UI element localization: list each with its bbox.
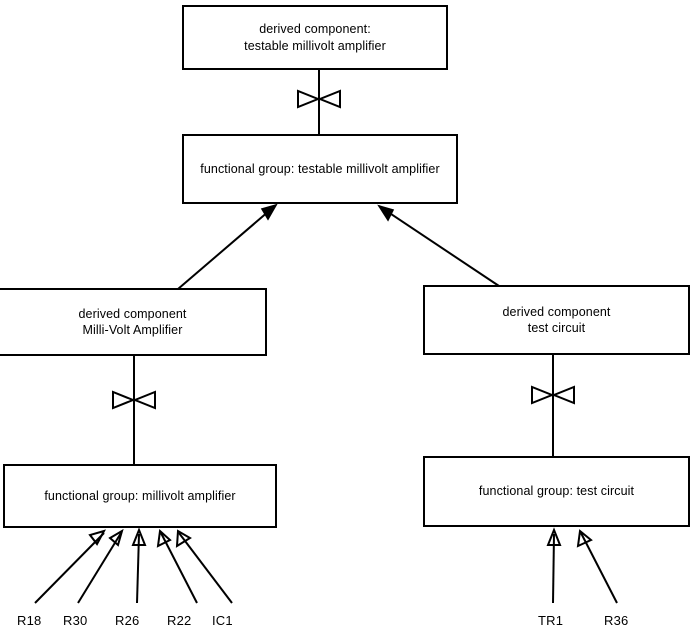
node-label: functional group: testable millivolt amp… bbox=[200, 161, 440, 176]
node-functional-group-millivolt-amplifier[interactable]: functional group: millivolt amplifier bbox=[3, 464, 277, 528]
node-derived-component-testable-millivolt-amplifier[interactable]: derived component: testable millivolt am… bbox=[182, 5, 448, 70]
leaf-label-r18[interactable]: R18 bbox=[17, 613, 42, 628]
leaf-label-tr1[interactable]: TR1 bbox=[538, 613, 564, 628]
edge-part-ic1 bbox=[175, 529, 233, 604]
edge-part-r22 bbox=[156, 528, 198, 604]
node-functional-group-test-circuit[interactable]: functional group: test circuit bbox=[423, 456, 690, 527]
edge-part-tr1 bbox=[546, 527, 562, 604]
bowtie-connector-left bbox=[112, 390, 156, 410]
node-functional-group-testable-millivolt-amplifier[interactable]: functional group: testable millivolt amp… bbox=[182, 134, 458, 204]
bowtie-connector-top bbox=[297, 89, 341, 109]
node-label: derived component: testable millivolt am… bbox=[244, 22, 386, 53]
node-label: functional group: millivolt amplifier bbox=[44, 488, 236, 503]
node-derived-component-test-circuit[interactable]: derived component test circuit bbox=[423, 285, 690, 355]
leaf-label-r22[interactable]: R22 bbox=[167, 613, 192, 628]
edge-part-r26 bbox=[131, 527, 147, 604]
node-label: derived component test circuit bbox=[502, 304, 611, 336]
edge-part-r36 bbox=[576, 529, 618, 604]
edge-generalization-left bbox=[177, 203, 278, 290]
edge-part-r30 bbox=[77, 528, 124, 604]
bowtie-connector-right bbox=[531, 385, 575, 405]
node-derived-component-milli-volt-amplifier[interactable]: derived component Milli-Volt Amplifier bbox=[0, 288, 267, 356]
leaf-label-r36[interactable]: R36 bbox=[604, 613, 629, 628]
node-label: functional group: test circuit bbox=[478, 484, 635, 499]
node-label: derived component Milli-Volt Amplifier bbox=[78, 306, 187, 338]
leaf-label-r26[interactable]: R26 bbox=[115, 613, 140, 628]
edge-generalization-right bbox=[377, 204, 500, 287]
leaf-label-ic1[interactable]: IC1 bbox=[212, 613, 233, 628]
leaf-label-r30[interactable]: R30 bbox=[63, 613, 88, 628]
edge-part-r18 bbox=[34, 529, 107, 604]
